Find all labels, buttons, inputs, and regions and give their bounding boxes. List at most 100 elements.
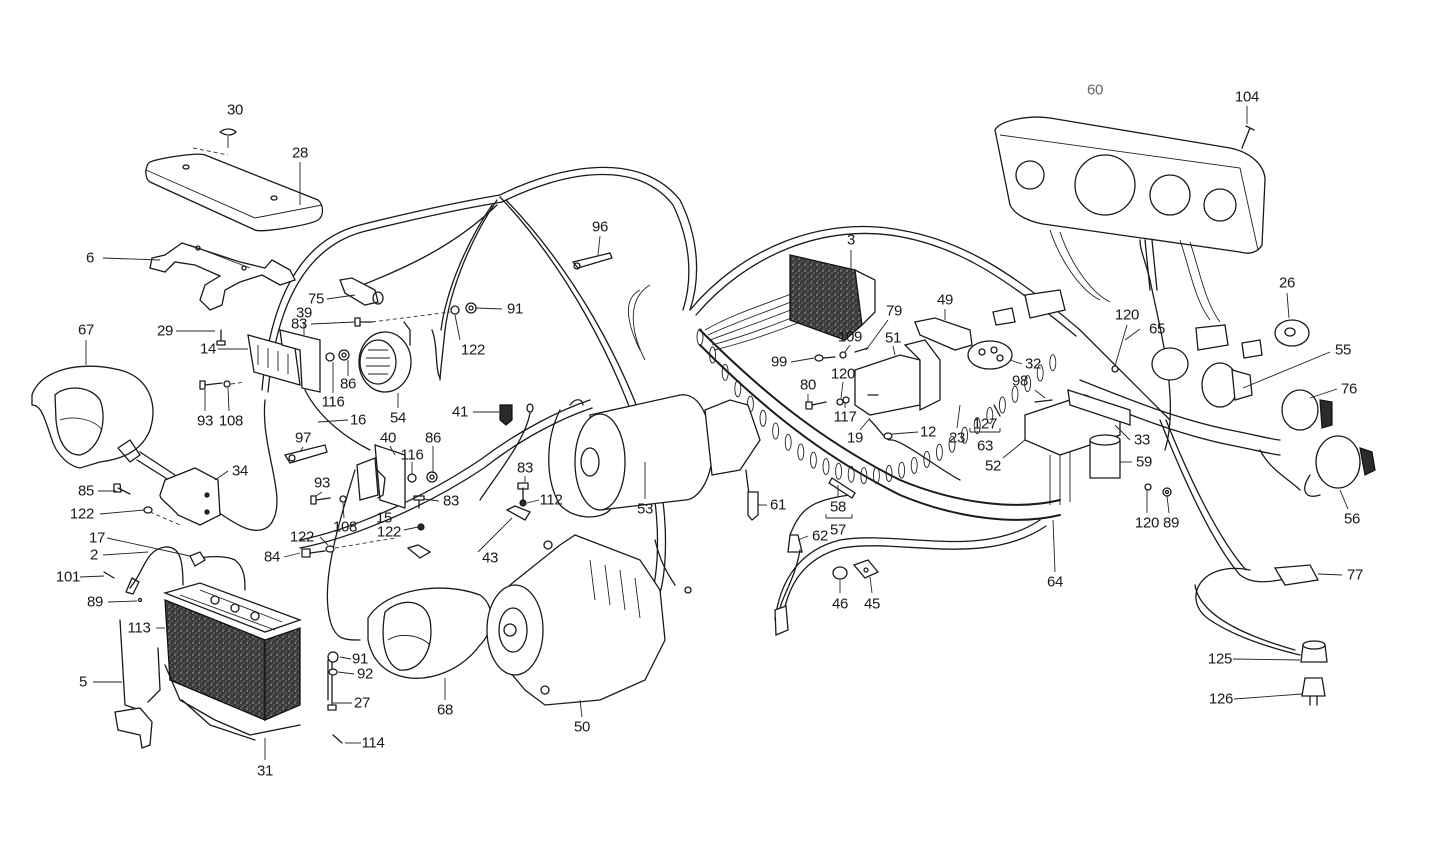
leader-line-battery-cable-negative xyxy=(102,551,149,556)
callout-label-main-harness: 64 xyxy=(1046,573,1064,591)
leader-line-washer xyxy=(454,314,461,341)
instrument-cluster xyxy=(994,116,1266,323)
leader-line-washer-plate xyxy=(1286,292,1290,319)
callout-label-nut: 86 xyxy=(339,375,357,393)
callout-label-washer: 116 xyxy=(321,393,345,411)
starter-motor xyxy=(548,394,761,518)
headlamp-left xyxy=(31,365,176,483)
fuse-board xyxy=(279,329,321,393)
spiral-wrap-segment xyxy=(910,456,918,474)
gauge xyxy=(1151,347,1189,381)
spiral-wrap-segment xyxy=(772,422,780,440)
callout-label-washer: 109 xyxy=(837,328,863,346)
leader-line-connector xyxy=(1317,573,1343,576)
leader-line-wire xyxy=(956,404,961,429)
spiral-wrap-segment xyxy=(898,461,906,479)
switch-76 xyxy=(1281,389,1333,431)
callout-label-fuse-kit: 57 xyxy=(829,521,847,539)
spiral-wrap-segment xyxy=(696,328,704,346)
callout-label-connector-plug: 75 xyxy=(307,290,325,308)
callout-label-screw: 98 xyxy=(1011,372,1029,390)
mounting-bracket xyxy=(149,242,296,311)
spiral-wrap-segment xyxy=(935,443,943,461)
ignition-switch xyxy=(1304,435,1376,497)
callout-label-ignition-switch: 56 xyxy=(1343,510,1361,528)
callout-label-fuse-board: 39 xyxy=(295,304,313,322)
leader-line-screw xyxy=(1034,389,1046,399)
leader-line-nut xyxy=(475,307,503,310)
callout-label-stud: 29 xyxy=(156,322,174,340)
callout-label-terminal-block: 14 xyxy=(199,340,217,358)
connector-49 xyxy=(914,317,973,351)
voltage-regulator xyxy=(854,339,941,416)
callout-label-washer-plate: 26 xyxy=(1278,274,1296,292)
leader-line-clip xyxy=(869,576,873,594)
callout-label-screw: 83 xyxy=(516,459,534,477)
leader-line-lamp-holder xyxy=(1009,359,1023,365)
callout-label-push-button: 126 xyxy=(1208,690,1234,708)
callout-label-grommet: 46 xyxy=(831,595,849,613)
fuse-box xyxy=(789,254,876,341)
leader-line-cable xyxy=(317,419,349,423)
callout-label-nut: 89 xyxy=(1162,514,1180,532)
leader-line-relay-board xyxy=(389,445,396,456)
callout-label-cable-clip: 96 xyxy=(591,218,609,236)
callout-label-cap: 125 xyxy=(1207,650,1233,668)
leader-line-bracket xyxy=(1114,424,1131,441)
leader-line-cable-clip xyxy=(597,235,601,256)
callout-label-headlamp-left: 67 xyxy=(77,321,95,339)
spiral-wrap-segment xyxy=(1036,364,1044,382)
callout-label-bulb: 127 xyxy=(972,415,998,433)
alternator xyxy=(486,534,692,706)
wing-nut xyxy=(219,128,237,148)
callout-label-battery-cover: 28 xyxy=(291,144,309,162)
callout-label-wire: 19 xyxy=(846,429,864,447)
callout-label-ground-lead: 12 xyxy=(919,423,937,441)
leader-line-mounting-bracket xyxy=(102,257,161,261)
harness-cables xyxy=(214,166,1301,656)
callout-label-starter-motor: 53 xyxy=(636,500,654,518)
grommet xyxy=(832,566,848,580)
leader-line-headlamp-bracket xyxy=(214,470,229,481)
callout-label-battery: 113 xyxy=(127,619,151,637)
spiral-wrap-segment xyxy=(1011,385,1019,403)
callout-label-washer: 108 xyxy=(218,412,244,430)
headlamp-bracket xyxy=(159,467,221,526)
spiral-wrap-segment xyxy=(835,462,843,480)
callout-label-battery-cable-positive: 17 xyxy=(88,529,106,547)
leader-line-washer xyxy=(403,526,419,531)
leader-line-washer xyxy=(319,536,329,546)
leader-line-screw xyxy=(310,321,356,325)
callout-label-clip: 97 xyxy=(294,429,312,447)
callout-label-washer: 122 xyxy=(460,341,486,359)
leader-line-wire xyxy=(859,417,871,431)
stud xyxy=(216,329,226,346)
callout-label-battery-clamp: 5 xyxy=(78,673,88,691)
spiral-wrap-segment xyxy=(860,467,868,485)
ground-lead xyxy=(869,419,961,481)
callout-label-washer: 120 xyxy=(1114,306,1140,324)
callout-label-tie-rod: 27 xyxy=(353,694,371,712)
cap xyxy=(1194,584,1328,663)
callout-label-bolt: 85 xyxy=(77,482,95,500)
callout-label-fuse-box: 3 xyxy=(846,231,856,249)
battery xyxy=(162,582,302,721)
cable-clip xyxy=(406,505,531,559)
battery-cover xyxy=(145,147,324,232)
leader-line-switch xyxy=(1242,351,1331,389)
callout-label-wire: 23 xyxy=(948,429,966,447)
spiral-wrap-segment xyxy=(986,407,994,424)
leader-line-cable-clip xyxy=(477,517,513,553)
leader-line-washer xyxy=(1114,324,1128,367)
spiral-wrap-segment xyxy=(784,433,792,451)
connector-plug xyxy=(339,277,384,306)
callout-label-bolt: 101 xyxy=(55,568,81,586)
battery-tray xyxy=(164,664,301,741)
leader-line-alternator xyxy=(579,699,583,718)
callout-label-washer: 112 xyxy=(539,491,563,509)
terminal-block xyxy=(247,334,301,386)
leader-line-ground-lead xyxy=(891,431,919,435)
leader-line-ignition-switch xyxy=(1339,489,1349,510)
leader-line-pressure-switch xyxy=(797,535,809,541)
